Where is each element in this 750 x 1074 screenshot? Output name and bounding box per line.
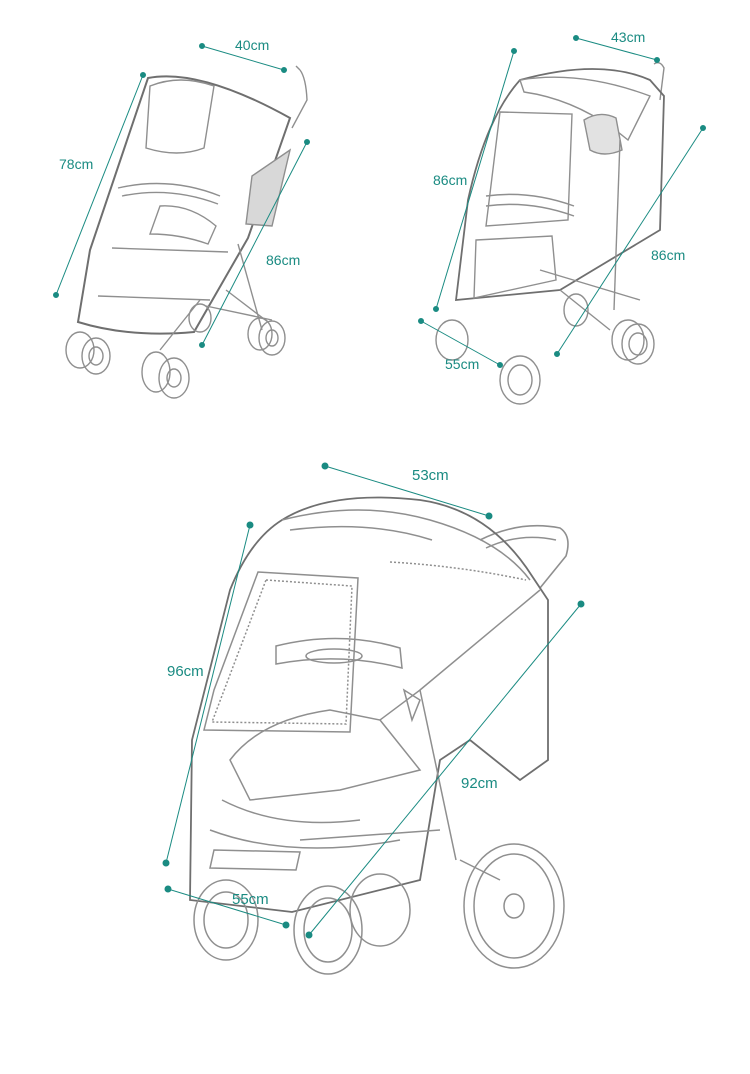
- s2-front-line: [420, 320, 501, 366]
- s2-depth-label: 86cm: [651, 247, 685, 263]
- stroller-3-dimension-lines: [162, 462, 585, 939]
- s2-width-label: 43cm: [611, 29, 645, 45]
- s3-width-line: [324, 465, 490, 517]
- s3-height-line: [165, 524, 251, 864]
- s2-width-line: [575, 37, 658, 61]
- s3-height-label: 96cm: [167, 663, 204, 680]
- s1-width-label: 40cm: [235, 37, 269, 53]
- s2-height-label: 86cm: [433, 172, 467, 188]
- s1-depth-line: [201, 141, 308, 346]
- s3-depth-label: 92cm: [461, 775, 498, 792]
- s1-width-line: [201, 45, 285, 71]
- s3-depth-line: [308, 603, 582, 936]
- stroller-2-drawing: [435, 61, 665, 405]
- stroller-2-dimension-lines: [418, 35, 706, 368]
- s1-depth-label: 86cm: [266, 252, 300, 268]
- stroller-1-dimension-lines: [53, 43, 310, 348]
- s1-height-label: 78cm: [59, 156, 93, 172]
- s2-height-line: [435, 50, 515, 310]
- s3-front-label: 55cm: [232, 891, 269, 908]
- s2-front-label: 55cm: [445, 356, 479, 372]
- s3-front-line: [167, 888, 287, 926]
- stroller-1-drawing: [65, 65, 308, 399]
- s1-height-line: [55, 74, 144, 296]
- s3-width-label: 53cm: [412, 467, 449, 484]
- s2-depth-line: [556, 127, 704, 355]
- stroller-3-drawing: [189, 496, 569, 975]
